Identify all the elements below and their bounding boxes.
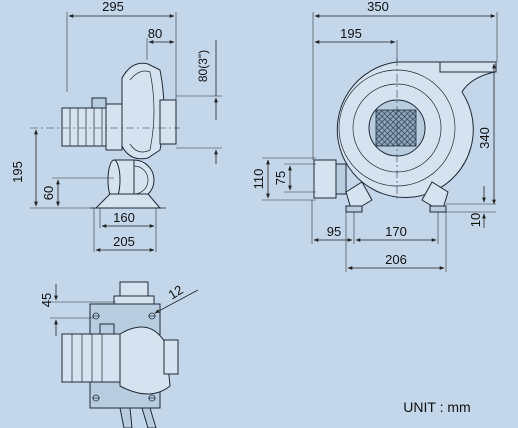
dim-front-flange-inner: 75 — [273, 171, 288, 185]
dim-front-height: 340 — [477, 127, 492, 149]
dim-front-foot-offset: 95 — [327, 224, 341, 239]
top-view: 45 12 — [39, 281, 199, 428]
dim-side-width: 295 — [102, 0, 124, 14]
dim-top-flange-height: 45 — [39, 293, 54, 307]
dim-side-center-height: 195 — [10, 161, 25, 183]
dim-side-base-height: 60 — [41, 186, 56, 200]
dim-front-center-offset: 195 — [340, 26, 362, 41]
dim-side-outlet-offset: 80 — [148, 26, 162, 41]
unit-label: UNIT : mm — [403, 399, 470, 415]
dim-side-outlet-size: 80(3") — [196, 50, 210, 82]
dim-top-hole-diameter: 12 — [166, 282, 186, 302]
dim-front-flange-outer: 110 — [251, 169, 266, 190]
dim-front-base-length: 206 — [385, 252, 407, 267]
side-view: 295 80 80(3") — [10, 0, 222, 252]
dim-front-foot-height: 10 — [468, 213, 483, 227]
dim-side-foot-inner: 160 — [113, 210, 135, 225]
dim-front-width: 350 — [367, 0, 389, 14]
dim-front-foot-spacing: 170 — [385, 224, 407, 239]
dim-side-foot-outer: 205 — [113, 234, 135, 249]
front-view: 350 195 340 110 75 — [251, 0, 498, 272]
